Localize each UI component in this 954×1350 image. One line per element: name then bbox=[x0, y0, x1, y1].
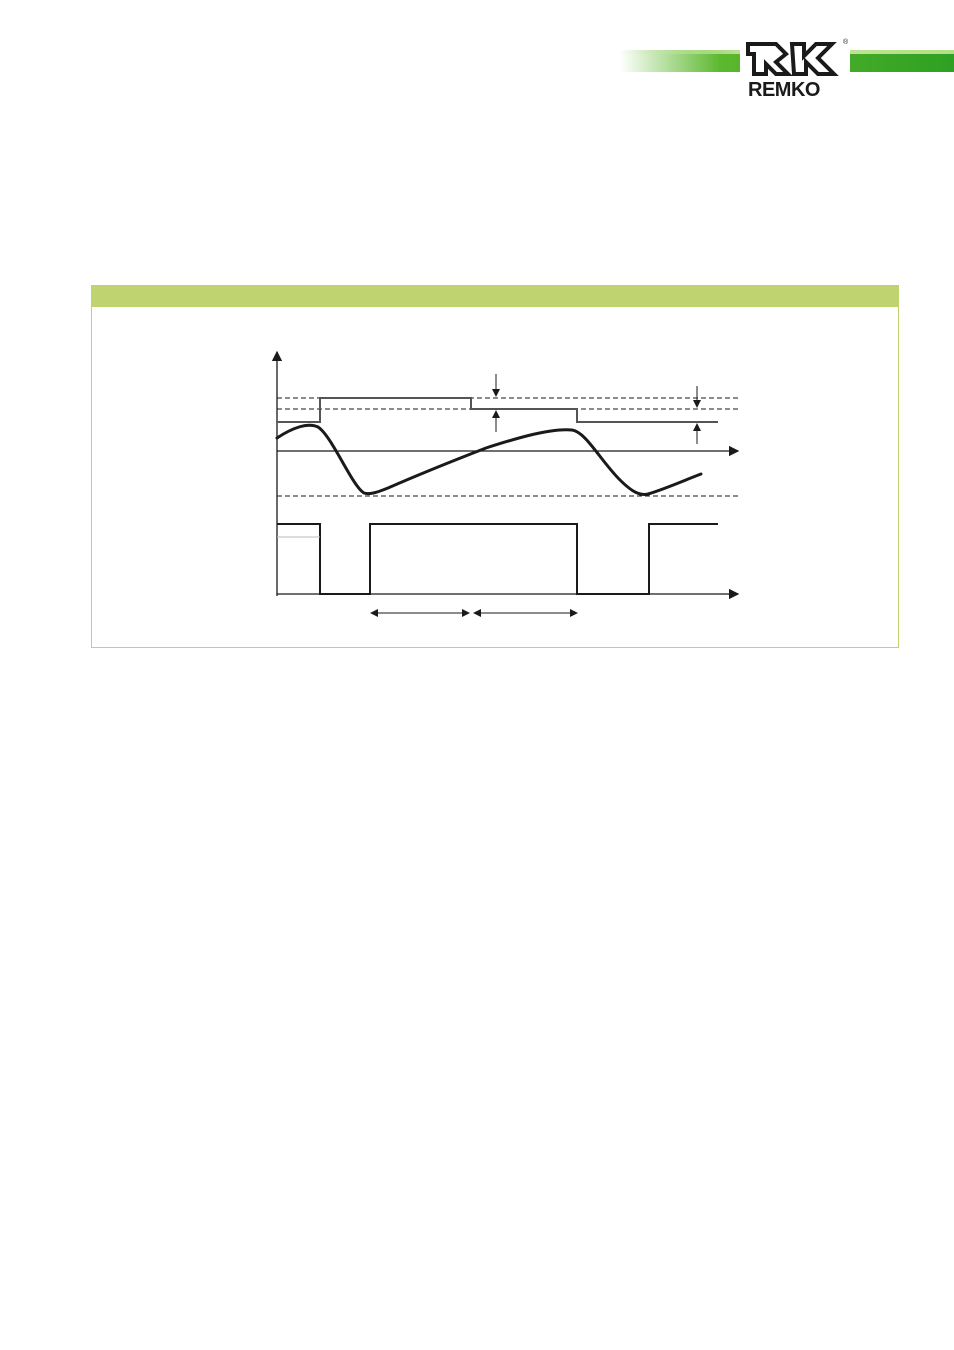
remko-logo-mark-icon bbox=[746, 42, 839, 76]
logo-wordmark: REMKO bbox=[748, 79, 820, 101]
figure-header-bar bbox=[92, 286, 898, 307]
setpoint-step-line bbox=[277, 397, 718, 423]
registered-mark: ® bbox=[843, 39, 849, 46]
output-switching-signal bbox=[277, 523, 718, 595]
remko-logo: ® REMKO bbox=[740, 38, 850, 102]
figure-box bbox=[91, 285, 899, 648]
temperature-curve bbox=[275, 423, 703, 496]
